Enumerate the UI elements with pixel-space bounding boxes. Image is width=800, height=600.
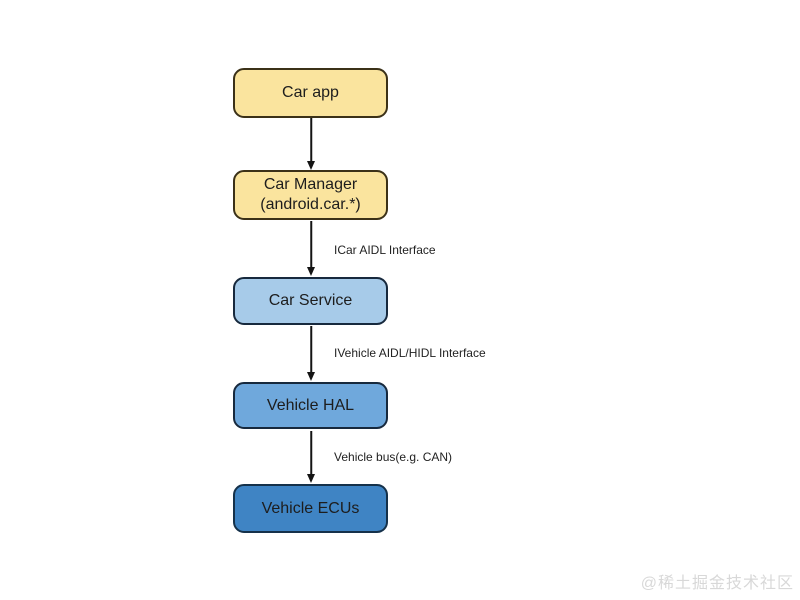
node-car-manager-sublabel: (android.car.*) (260, 196, 361, 213)
arrow-car-service-to-vehicle-hal (306, 326, 316, 381)
arrow-line (310, 221, 312, 269)
arrow-head-icon (307, 267, 315, 276)
arrow-car-app-to-car-manager (306, 118, 316, 170)
edge-label-vehicle-bus: Vehicle bus(e.g. CAN) (334, 450, 453, 464)
node-car-manager-label: Car Manager (263, 176, 358, 193)
arrow-line (310, 326, 312, 374)
node-vehicle-hal-label: Vehicle HAL (266, 396, 355, 414)
arrow-line (310, 118, 312, 163)
node-vehicle-ecus: Vehicle ECUs (233, 484, 388, 533)
node-car-app: Car app (233, 68, 388, 118)
node-vehicle-ecus-label: Vehicle ECUs (261, 499, 360, 517)
node-car-manager: Car Manager (android.car.*) (233, 170, 388, 220)
watermark: @稀土掘金技术社区 (640, 575, 794, 592)
node-car-service-label: Car Service (268, 292, 353, 309)
node-car-app-label: Car app (282, 84, 339, 101)
node-vehicle-hal: Vehicle HAL (233, 382, 388, 429)
arrow-car-manager-to-car-service (306, 221, 316, 276)
edge-label-ivehicle-aidl-hidl-interface: IVehicle AIDL/HIDL Interface (334, 346, 486, 360)
arrow-vehicle-hal-to-vehicle-ecus (306, 431, 316, 483)
node-car-service: Car Service (233, 277, 388, 325)
arrow-line (310, 431, 312, 476)
arrow-head-icon (307, 161, 315, 170)
arrow-head-icon (307, 372, 315, 381)
edge-label-icar-aidl-interface: ICar AIDL Interface (334, 243, 436, 257)
arrow-head-icon (307, 474, 315, 483)
